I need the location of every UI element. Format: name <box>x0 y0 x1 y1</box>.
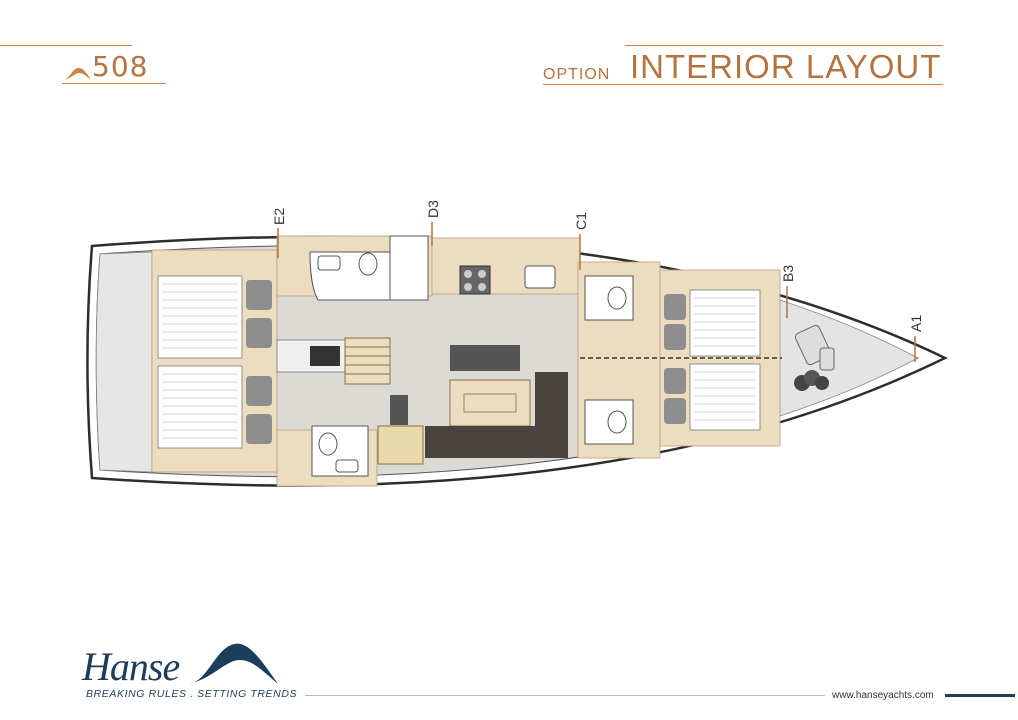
saloon-table <box>449 379 531 427</box>
fwd-port-berth <box>664 289 761 357</box>
galley-stove <box>459 265 491 295</box>
zone-label-a1: A1 <box>908 315 924 332</box>
header-rule-top-left <box>0 45 132 46</box>
hanse-wave-icon <box>64 66 92 87</box>
zone-marker-a1: A1 <box>908 315 924 362</box>
header-rule-bottom-left <box>62 83 166 84</box>
zone-label-c1: C1 <box>573 212 589 230</box>
title-rule-bottom <box>543 84 943 85</box>
brand-logo: Hanse <box>82 644 180 689</box>
model-number: 508 <box>92 50 149 83</box>
zone-label-e2: E2 <box>271 208 287 225</box>
bow-fenders <box>794 324 835 391</box>
galley-sink <box>524 265 556 289</box>
port-toilet <box>358 252 378 276</box>
companionway-stairs <box>344 337 391 385</box>
zone-label-d3: D3 <box>425 200 441 218</box>
footer-accent-bar <box>945 694 1015 697</box>
chart-table <box>377 425 424 465</box>
title-rule-top <box>625 45 943 46</box>
zone-label-b3: B3 <box>780 265 796 282</box>
saloon-seat-fwd <box>450 345 520 371</box>
engine-panel <box>310 346 340 366</box>
footer-rule <box>305 695 825 696</box>
aft-starboard-berth <box>157 365 272 449</box>
port-sink <box>317 255 341 271</box>
zone-marker-c1: C1 <box>573 212 589 270</box>
brand-tagline: BREAKING RULES . SETTING TRENDS <box>86 688 298 700</box>
aft-port-berth <box>157 275 272 359</box>
starboard-toilet <box>318 432 338 456</box>
nav-seat <box>390 395 408 425</box>
port-shower <box>389 235 429 301</box>
zone-marker-d3: D3 <box>425 200 441 246</box>
zone-marker-e2: E2 <box>271 208 287 258</box>
option-label: OPTION <box>543 66 611 83</box>
starboard-sink <box>335 459 359 473</box>
website-link[interactable]: www.hanseyachts.com <box>832 690 934 701</box>
galley-counter <box>431 237 581 295</box>
brand-wave-icon <box>190 640 280 691</box>
fwd-starboard-berth <box>664 363 761 431</box>
page-title: INTERIOR LAYOUT <box>630 48 942 85</box>
transom-area <box>95 251 153 473</box>
zone-marker-b3: B3 <box>780 265 796 318</box>
saloon-sofa <box>425 372 568 458</box>
